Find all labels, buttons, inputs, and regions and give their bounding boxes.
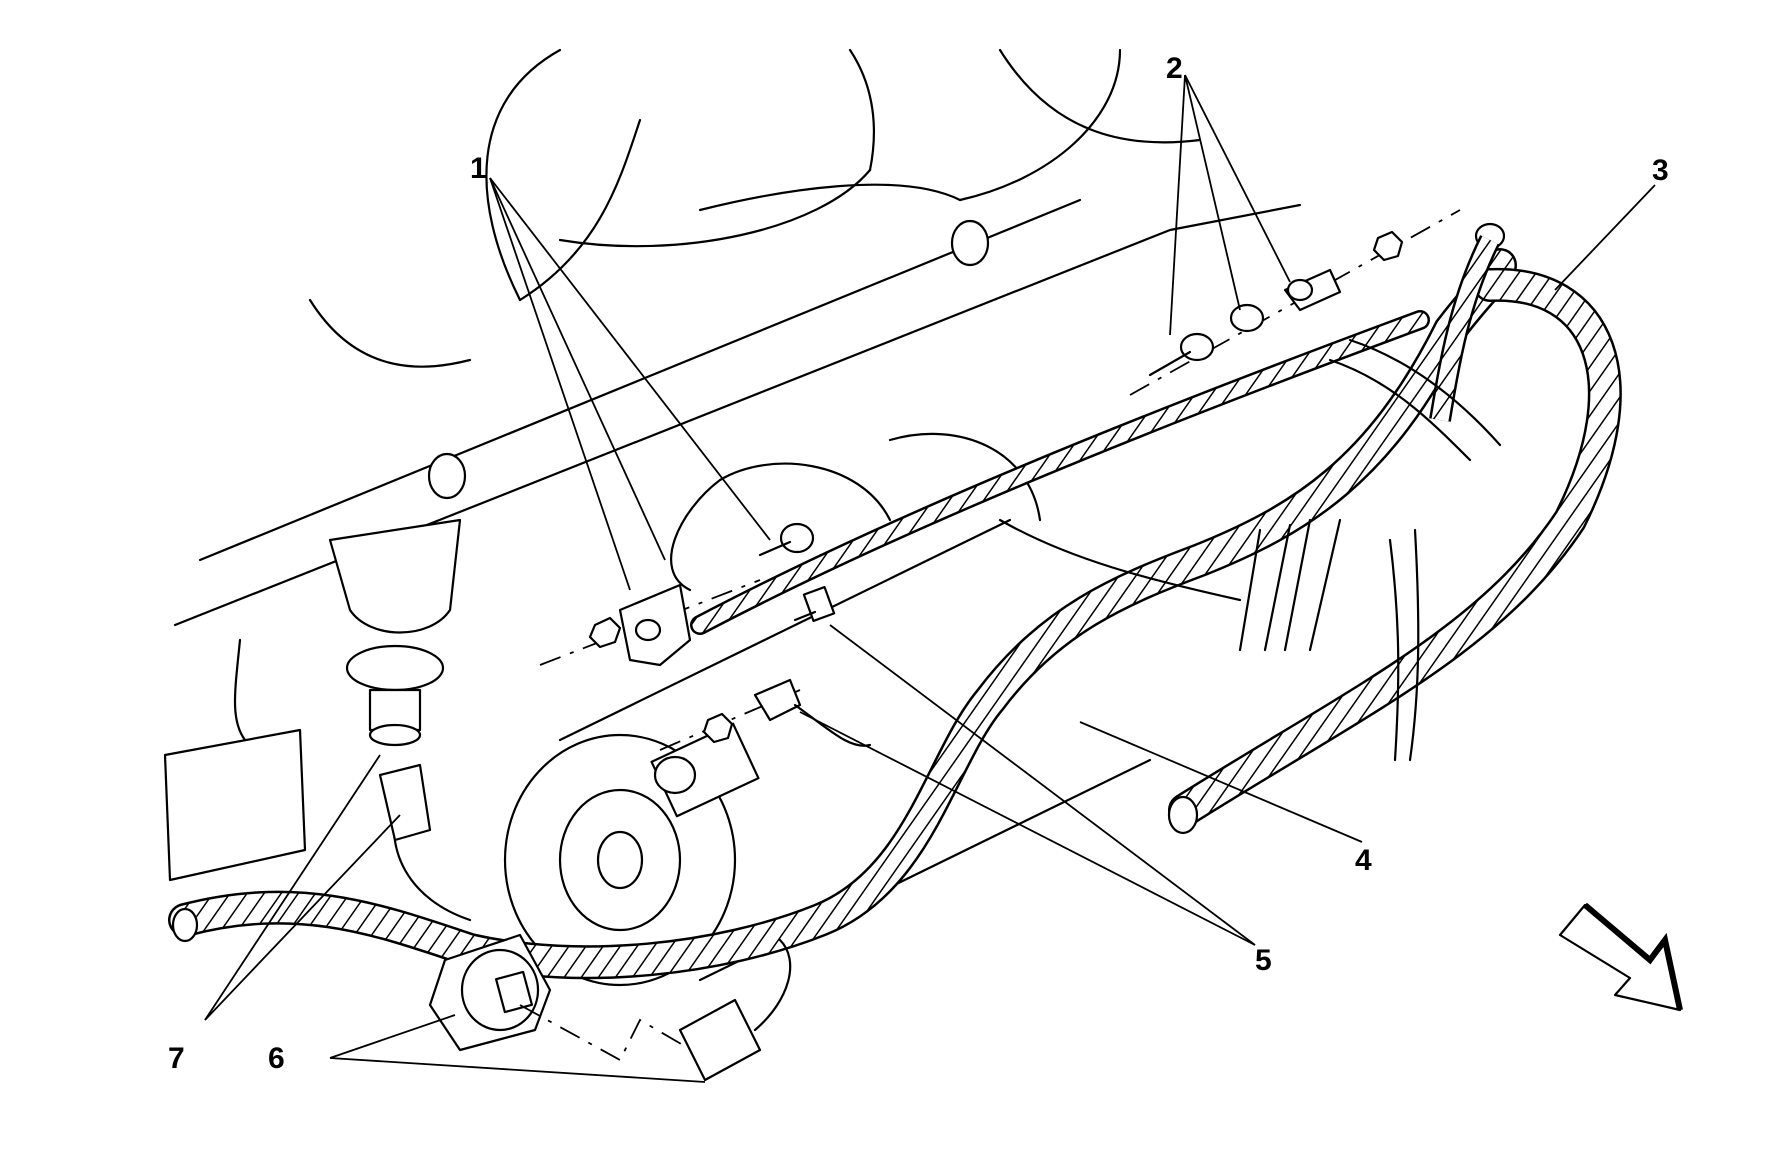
callout-3: 3 bbox=[1652, 154, 1669, 187]
stud-fasteners bbox=[1129, 209, 1461, 396]
callout-7: 7 bbox=[168, 1042, 185, 1075]
arrow-down-right-icon bbox=[1558, 902, 1683, 1012]
engine-block bbox=[173, 48, 1302, 627]
callout-5: 5 bbox=[1255, 944, 1272, 977]
callout-2: 2 bbox=[1166, 52, 1183, 85]
leader-lines bbox=[204, 74, 1656, 1083]
callout-6: 6 bbox=[268, 1042, 285, 1075]
callout-1: 1 bbox=[470, 152, 487, 185]
cable-assembly bbox=[690, 310, 1502, 762]
ground-fasteners bbox=[539, 462, 892, 667]
mount-bracket bbox=[163, 518, 462, 882]
lower-fasteners bbox=[659, 678, 872, 751]
wiring-harness bbox=[168, 222, 1622, 980]
sensor-connector bbox=[378, 763, 792, 1082]
callout-4: 4 bbox=[1355, 844, 1372, 877]
